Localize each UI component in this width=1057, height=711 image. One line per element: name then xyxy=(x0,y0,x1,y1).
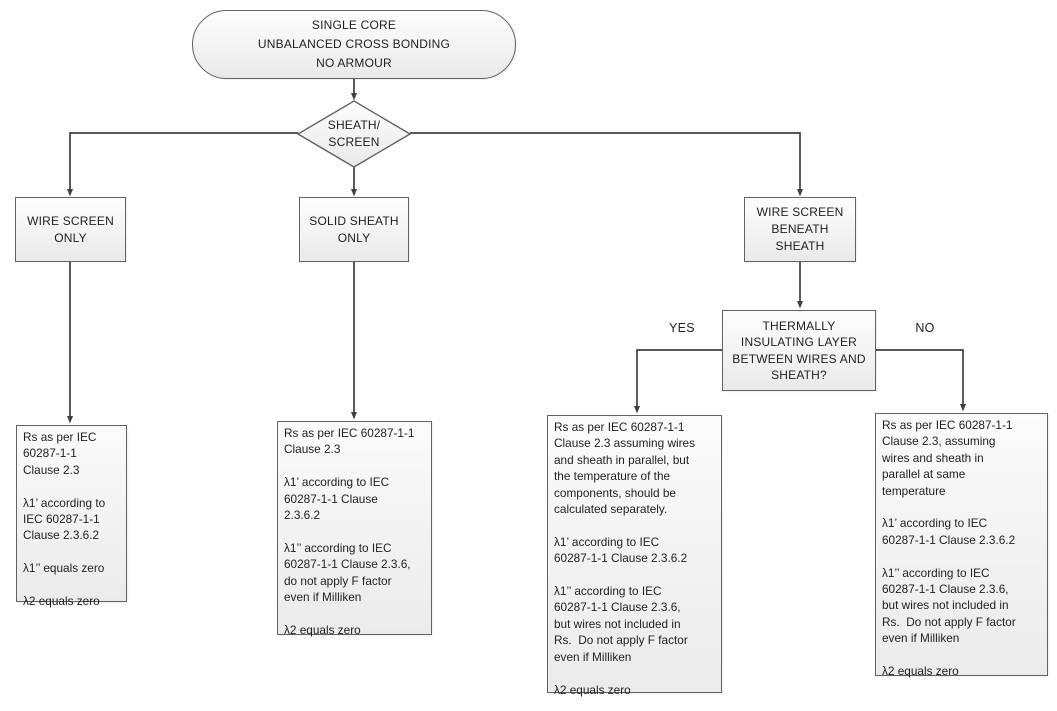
edge-decision-to-wire-screen-only xyxy=(67,132,298,197)
edge-label-yes: YES xyxy=(669,321,695,335)
node-decision-label: SHEATH/ SCREEN xyxy=(327,118,381,149)
edge-decision-to-wire-screen-beneath xyxy=(410,132,803,197)
outcome-thermal-no: Rs as per IEC 60287-1-1 Clause 2.3, assu… xyxy=(875,413,1048,678)
diamond-shape xyxy=(297,100,411,168)
node-decision-sheath-screen: SHEATH/ SCREEN xyxy=(297,100,411,168)
node-start: SINGLE CORE UNBALANCED CROSS BONDING NO … xyxy=(192,10,516,79)
node-solid-sheath-only-label: SOLID SHEATH ONLY xyxy=(309,213,399,245)
node-start-label: SINGLE CORE UNBALANCED CROSS BONDING NO … xyxy=(257,18,451,70)
edge-question-no-to-outcome xyxy=(875,349,966,412)
node-wire-screen-beneath-sheath-label: WIRE SCREEN BENEATH SHEATH xyxy=(756,205,844,253)
node-thermal-layer-question: THERMALLY INSULATING LAYER BETWEEN WIRES… xyxy=(722,310,876,391)
outcome-wire-screen-only: Rs as per IEC 60287-1-1 Clause 2.3 λ1’ a… xyxy=(16,425,127,608)
edge-question-yes-to-outcome xyxy=(634,349,722,414)
outcome-solid-sheath-only: Rs as per IEC 60287-1-1 Clause 2.3 λ1’ a… xyxy=(277,421,432,637)
node-wire-screen-only-label: WIRE SCREEN ONLY xyxy=(27,213,114,245)
node-solid-sheath-only: SOLID SHEATH ONLY xyxy=(299,197,409,262)
node-wire-screen-only: WIRE SCREEN ONLY xyxy=(15,197,126,262)
outcome-thermal-yes: Rs as per IEC 60287-1-1 Clause 2.3 assum… xyxy=(547,415,722,697)
node-wire-screen-beneath-sheath: WIRE SCREEN BENEATH SHEATH xyxy=(744,197,856,262)
edge-label-no: NO xyxy=(915,321,935,335)
node-thermal-layer-question-label: THERMALLY INSULATING LAYER BETWEEN WIRES… xyxy=(732,318,866,383)
